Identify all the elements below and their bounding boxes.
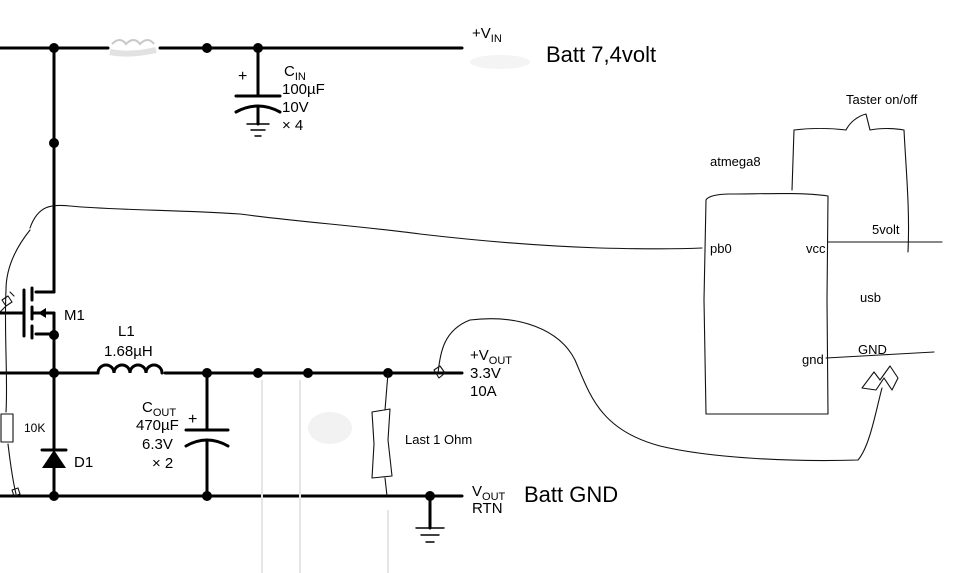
erased-traces bbox=[261, 380, 389, 573]
svg-text:× 2: × 2 bbox=[152, 455, 173, 472]
svg-text:L1: L1 bbox=[118, 323, 135, 340]
gnd-wire bbox=[825, 351, 935, 359]
svg-text:+: + bbox=[238, 68, 247, 85]
svg-text:10V: 10V bbox=[282, 99, 309, 116]
svg-text:100µF: 100µF bbox=[282, 81, 325, 98]
svg-text:CIN: CIN bbox=[284, 63, 306, 83]
cout-labels: COUT 470µF 6.3V × 2 bbox=[136, 399, 179, 472]
svg-text:1.68µH: 1.68µH bbox=[104, 343, 153, 360]
cin-labels: CIN 100µF 10V × 4 bbox=[282, 63, 325, 134]
power-switch bbox=[791, 113, 910, 253]
ground-symbol bbox=[415, 527, 445, 543]
vout-clip bbox=[433, 365, 446, 379]
cin-capacitor: + bbox=[234, 68, 282, 137]
svg-text:+VIN: +VIN bbox=[472, 25, 502, 45]
pin-pb0: pb0 bbox=[710, 241, 732, 256]
vout-sense-wire bbox=[437, 318, 883, 462]
svg-text:× 4: × 4 bbox=[282, 117, 303, 134]
label-usb: usb bbox=[860, 290, 881, 305]
svg-text:10K: 10K bbox=[24, 421, 45, 435]
svg-text:470µF: 470µF bbox=[136, 417, 179, 434]
svg-text:+: + bbox=[188, 411, 197, 428]
svg-text:10A: 10A bbox=[470, 383, 497, 400]
l1-inductor: L1 1.68µH bbox=[96, 323, 164, 375]
rtn-terminal: VOUT RTN bbox=[472, 483, 506, 517]
label-gnd: GND bbox=[858, 342, 887, 357]
svg-text:+VOUT: +VOUT bbox=[470, 347, 512, 367]
mcu-title: atmega8 bbox=[710, 154, 761, 169]
svg-text:RTN: RTN bbox=[472, 500, 503, 517]
pin-vcc: vcc bbox=[806, 241, 826, 256]
batt-gnd-label: Batt GND bbox=[524, 482, 618, 507]
svg-text:M1: M1 bbox=[64, 307, 85, 324]
label-5volt: 5volt bbox=[872, 222, 900, 237]
erased-inductor-smudge bbox=[109, 39, 157, 57]
gnd-clip bbox=[861, 365, 899, 391]
pin-gnd: gnd bbox=[802, 352, 824, 367]
cout-capacitor: + bbox=[184, 411, 230, 448]
svg-text:3.3V: 3.3V bbox=[470, 365, 501, 382]
d1-diode: D1 bbox=[40, 448, 93, 471]
printed-wires bbox=[0, 46, 464, 530]
switch-label: Taster on/off bbox=[846, 92, 918, 107]
svg-text:6.3V: 6.3V bbox=[142, 436, 173, 453]
vin-terminal: +VIN bbox=[470, 25, 530, 69]
m1-mosfet: M1 bbox=[0, 286, 85, 340]
svg-text:Last 1 Ohm: Last 1 Ohm bbox=[405, 432, 472, 447]
pb0-gate-wire bbox=[29, 204, 703, 250]
mcu-body bbox=[703, 192, 829, 415]
svg-text:VOUT: VOUT bbox=[472, 483, 506, 503]
batt-plus-label: Batt 7,4volt bbox=[546, 42, 656, 67]
vout-terminal: +VOUT 3.3V 10A bbox=[470, 347, 512, 400]
gate-resistor-10k: 10K bbox=[0, 229, 45, 497]
svg-text:D1: D1 bbox=[74, 454, 93, 471]
svg-text:COUT: COUT bbox=[142, 399, 176, 419]
junction-dots bbox=[49, 43, 435, 501]
load-resistor: Last 1 Ohm bbox=[371, 372, 472, 497]
